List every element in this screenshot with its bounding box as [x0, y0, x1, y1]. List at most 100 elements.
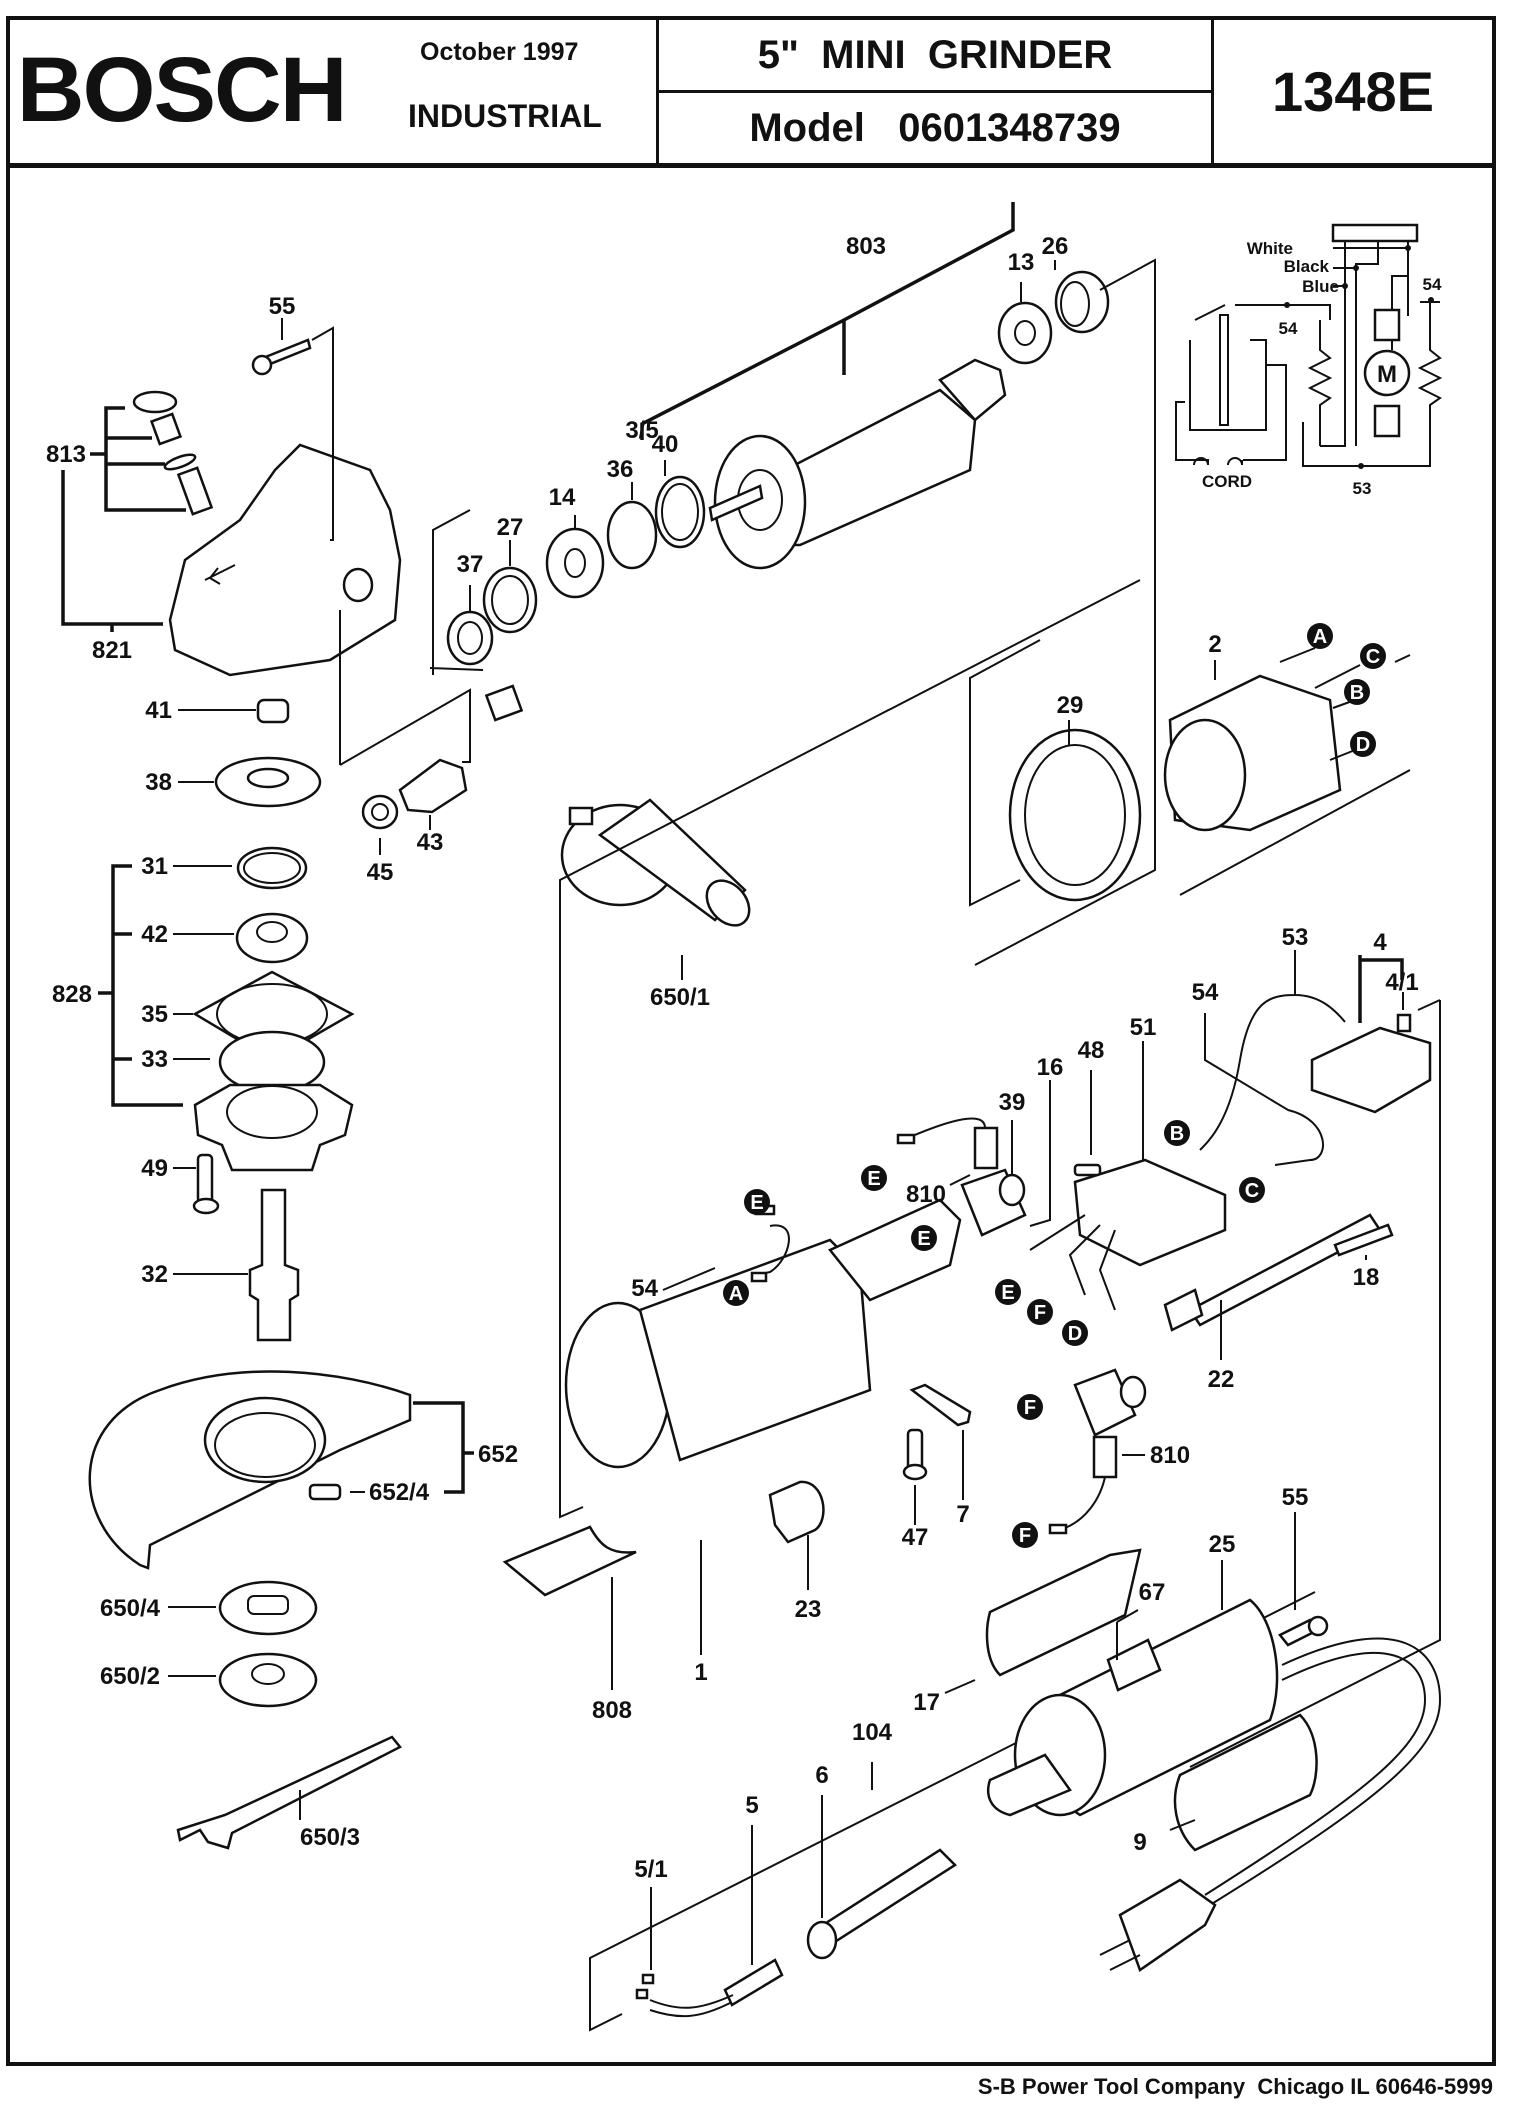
commutator	[938, 358, 1007, 422]
rotation-arrow	[204, 564, 236, 585]
badge-C-switch: C	[1239, 1177, 1265, 1203]
handle-halfshell-9	[1173, 1713, 1318, 1852]
plate-7	[909, 1383, 972, 1427]
callout-14: 14	[549, 484, 576, 511]
cord-label: CORD	[1202, 472, 1252, 491]
retaining-ring-31	[236, 846, 308, 890]
resistor-left	[1307, 320, 1333, 446]
badge-D-field: D	[1350, 731, 1376, 757]
sleeve-5	[723, 1958, 784, 2007]
badge-F-module: F	[1027, 1299, 1053, 1325]
callout-810-top: 810	[906, 1181, 946, 1208]
badge-A-field: A	[1307, 623, 1333, 649]
callout-9: 9	[1133, 1829, 1146, 1856]
callout-5: 5	[745, 1792, 758, 1819]
bearing-flange	[193, 1083, 354, 1172]
wiring-schematic: White Black Blue 54 M 54 53 CORD	[1175, 223, 1443, 498]
callout-810-bottom: 810	[1150, 1442, 1190, 1469]
spindle-32	[248, 1188, 300, 1342]
badge-E-brush: E	[861, 1165, 887, 1191]
seal-37	[446, 610, 494, 666]
switch-assembly: 4 4/1 53 54 51 48 22 18 39 16 810	[896, 924, 1432, 1535]
fan-baffle-29	[1008, 728, 1142, 902]
callout-7: 7	[956, 1501, 969, 1528]
armature-assembly: 803 3/5 13 26	[625, 202, 1156, 966]
svg-text:E: E	[750, 1192, 763, 1214]
screw-49	[196, 1153, 214, 1205]
plug	[1118, 1878, 1217, 1972]
callout-39: 39	[999, 1089, 1026, 1116]
callout-33: 33	[141, 1046, 168, 1073]
callout-38: 38	[145, 769, 172, 796]
callout-48: 48	[1078, 1037, 1105, 1064]
callout-650-3: 650/3	[300, 1824, 360, 1851]
wire-label-black: Black	[1284, 257, 1330, 276]
carbon-brush-810-lower	[1092, 1435, 1118, 1479]
callout-22: 22	[1208, 1366, 1235, 1393]
armature-shaft	[708, 484, 764, 522]
svg-text:E: E	[917, 1228, 930, 1250]
screw-48	[1073, 1163, 1102, 1177]
publication-date: October 1997	[420, 38, 579, 66]
wire-paths	[1320, 241, 1409, 447]
sleeve	[484, 684, 524, 722]
callout-54-switch: 54	[1192, 979, 1219, 1006]
handle-halfshell	[985, 1548, 1142, 1677]
wire-label-white: White	[1247, 239, 1293, 258]
badge-E-holder: E	[911, 1225, 937, 1251]
callout-813: 813	[46, 441, 86, 468]
svg-text:C: C	[1366, 646, 1380, 668]
backing-flange-650-4	[218, 1580, 318, 1636]
callout-821: 821	[92, 637, 132, 664]
auxiliary-handle: 650/1	[560, 798, 751, 1011]
callout-5-1: 5/1	[634, 1856, 667, 1883]
callout-803: 803	[846, 233, 886, 260]
svg-text:C: C	[1245, 1180, 1259, 1202]
switch-symbol	[1189, 304, 1267, 431]
badge-E-lead: E	[744, 1189, 770, 1215]
model-number: Model 0601348739	[659, 90, 1211, 163]
title-cell: 5" MINI GRINDER Model 0601348739	[659, 20, 1214, 163]
carbon-brush-810	[973, 1126, 999, 1170]
badge-B-field: B	[1344, 679, 1370, 705]
callout-26: 26	[1042, 233, 1069, 260]
armature-fan	[713, 434, 807, 570]
schematic-callout-54: 54	[1279, 319, 1298, 338]
label-808	[502, 1525, 637, 1597]
spring-18	[1333, 1223, 1394, 1257]
svg-text:F: F	[1024, 1397, 1036, 1419]
o-ring	[163, 453, 197, 471]
callout-55: 55	[269, 293, 296, 320]
callout-36: 36	[607, 456, 634, 483]
callout-53: 53	[1282, 924, 1309, 951]
spindle-assembly: 31 42 35 33 828 49 32	[52, 846, 355, 1342]
spanner-wrench-650-3	[176, 1735, 402, 1850]
title-block: BOSCH October 1997 INDUSTRIAL 5" MINI GR…	[6, 16, 1496, 168]
gear-housing	[168, 443, 402, 677]
callout-650-4: 650/4	[100, 1595, 161, 1622]
terminal-block	[1331, 223, 1419, 243]
handle-cord-assembly: 17 67 25 55 9 104 6 5 5/1	[589, 1484, 1442, 2032]
bearing-13	[997, 301, 1053, 365]
nut-45	[361, 794, 399, 830]
callout-32: 32	[141, 1261, 168, 1288]
svg-text:E: E	[1001, 1282, 1014, 1304]
callout-808: 808	[592, 1697, 632, 1724]
callout-27: 27	[497, 514, 524, 541]
schematic-callout-53: 53	[1353, 479, 1372, 498]
needle-bearing-41	[256, 698, 290, 724]
lock-pin	[176, 466, 214, 516]
brush-spring-39	[998, 1173, 1026, 1207]
callout-1: 1	[694, 1659, 707, 1686]
svg-text:D: D	[1068, 1323, 1082, 1345]
badge-C-field: C	[1360, 643, 1386, 669]
switch-knob-23	[768, 1480, 825, 1544]
callout-42: 42	[141, 921, 168, 948]
publisher-footer: S-B Power Tool Company Chicago IL 60646-…	[977, 2074, 1493, 2099]
callout-652-4: 652/4	[369, 1479, 430, 1506]
clamp-screw-652-4	[308, 1483, 342, 1501]
callout-51: 51	[1130, 1014, 1157, 1041]
callout-17: 17	[913, 1689, 940, 1716]
callout-4: 4	[1373, 929, 1387, 956]
field-assembly: 29 2	[969, 631, 1411, 907]
